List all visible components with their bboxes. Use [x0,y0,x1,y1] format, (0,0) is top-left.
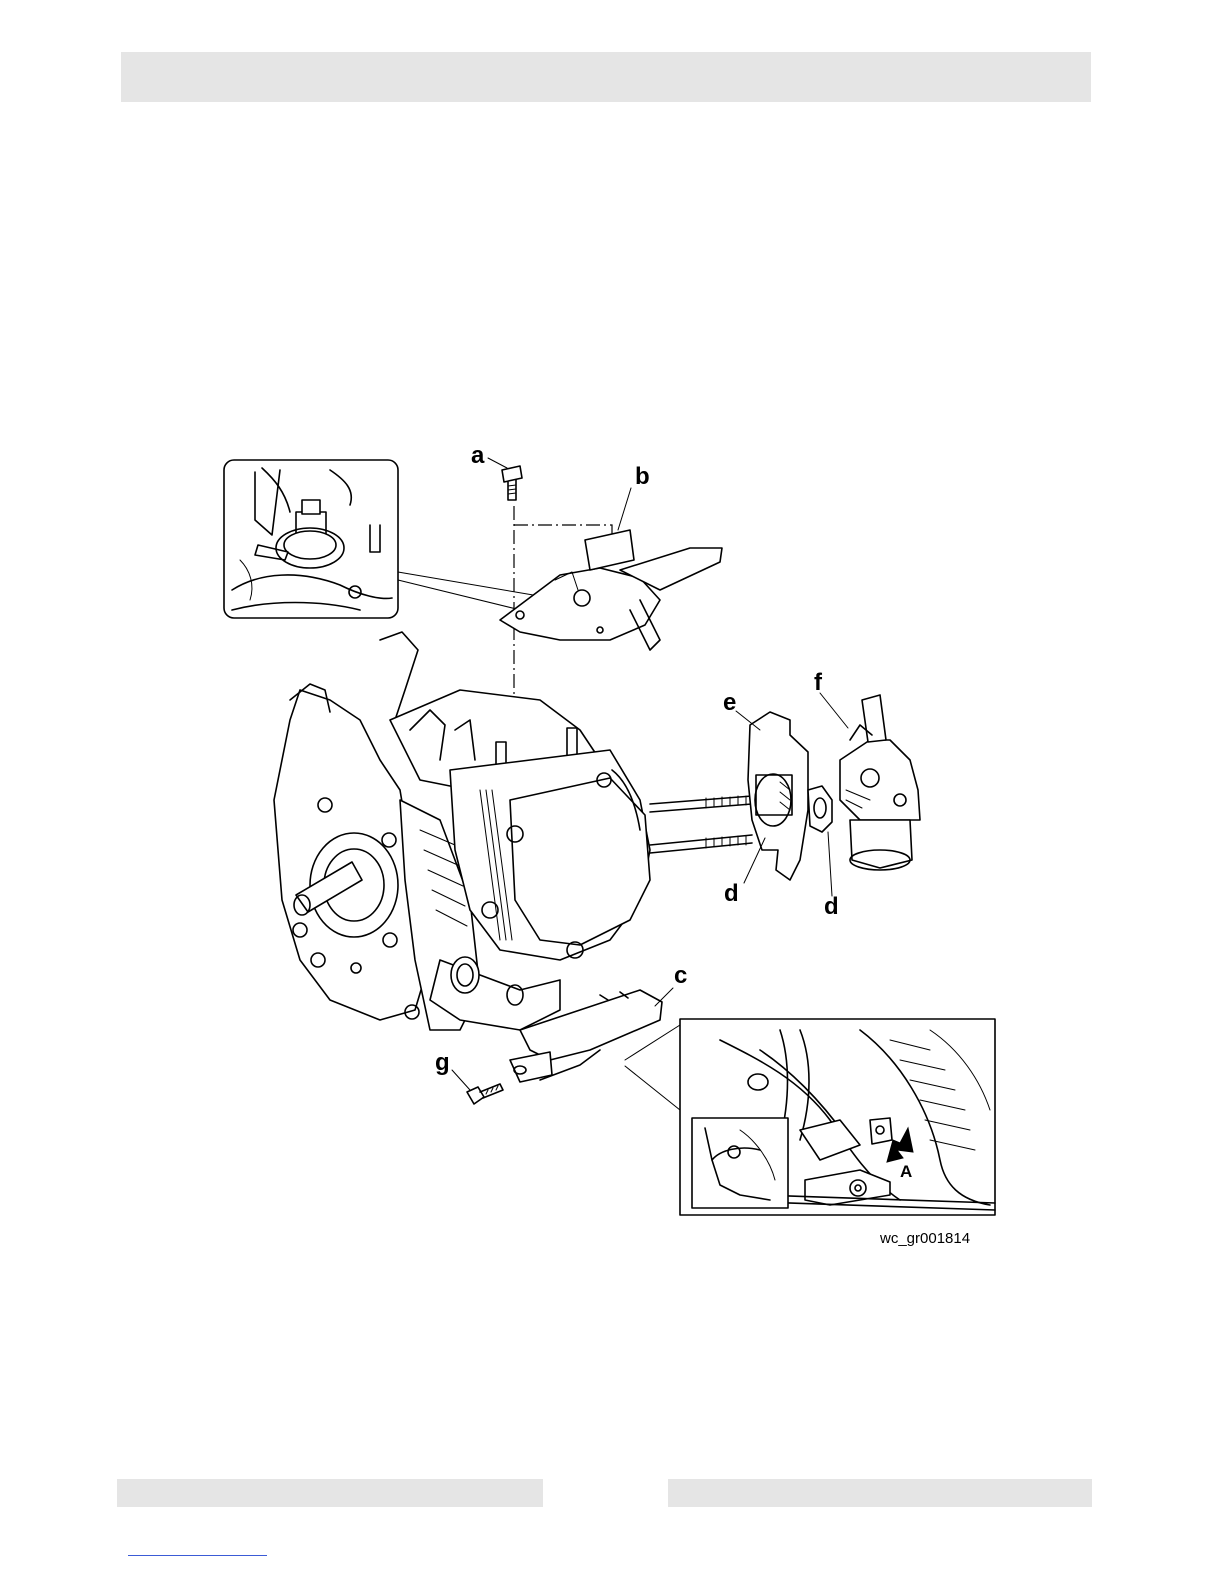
callout-g: g [435,1049,450,1076]
callout-b: b [635,463,650,490]
governor-bracket-b [500,530,722,650]
engine-block [274,632,650,1030]
callout-d-left: d [724,880,739,907]
figure-id: wc_gr001814 [879,1230,970,1247]
callout-a: a [471,442,485,469]
bolt-g [467,1084,503,1104]
cover-detail-inset [680,1019,995,1215]
footer-right-bar [668,1479,1092,1507]
callout-d-right: d [824,893,839,920]
footer-left-bar [117,1479,543,1507]
inset-arrow-label: A [900,1162,912,1181]
callout-c: c [674,962,687,989]
carburetor-studs [650,796,752,853]
link-underline[interactable] [128,1555,267,1556]
carburetor-f [840,695,920,870]
governor-detail-inset [224,460,398,618]
callout-e: e [723,689,736,716]
gasket-d-right [808,786,832,832]
callout-f: f [814,669,823,696]
bolt-a [502,466,522,500]
